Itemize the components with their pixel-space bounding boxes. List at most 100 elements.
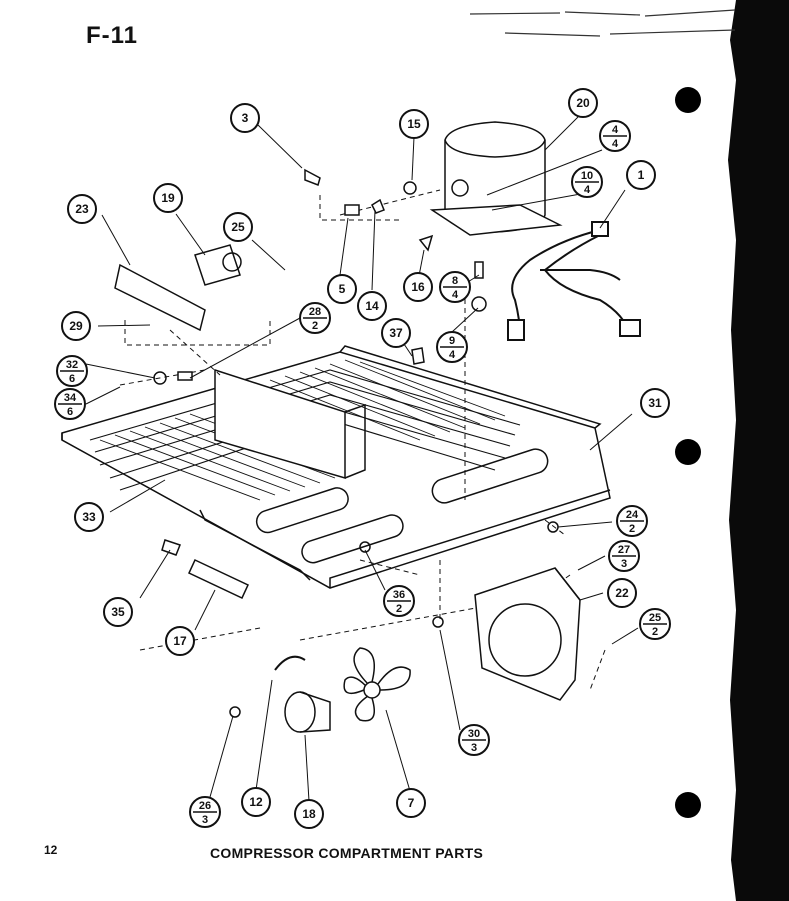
svg-text:36: 36 (393, 589, 405, 601)
svg-text:23: 23 (75, 202, 89, 216)
callout-8-qty-4: 8 4 (439, 271, 471, 303)
callout-28-qty-2: 28 2 (299, 302, 331, 334)
partition-panel (214, 368, 346, 480)
binding-edge-noise (728, 0, 736, 901)
svg-text:34: 34 (64, 392, 77, 404)
svg-text:32: 32 (66, 359, 78, 371)
callout-18: 18 (294, 799, 324, 829)
callout-14: 14 (357, 291, 387, 321)
svg-text:37: 37 (389, 326, 403, 340)
callout-31: 31 (640, 388, 670, 418)
svg-text:33: 33 (82, 510, 96, 524)
svg-text:8: 8 (452, 275, 458, 287)
svg-text:2: 2 (629, 523, 635, 535)
fan-motor (284, 691, 316, 733)
punch-hole (675, 439, 701, 465)
svg-text:4: 4 (584, 184, 591, 196)
callout-5: 5 (327, 274, 357, 304)
svg-text:12: 12 (249, 795, 263, 809)
callout-29: 29 (61, 311, 91, 341)
svg-text:3: 3 (202, 814, 208, 826)
callout-9-qty-4: 9 4 (436, 331, 468, 363)
svg-text:20: 20 (576, 96, 590, 110)
callout-3: 3 (230, 103, 260, 133)
callout-10-qty-4: 10 4 (571, 166, 603, 198)
drier (188, 558, 249, 600)
svg-text:18: 18 (302, 807, 316, 821)
callout-24-qty-2: 24 2 (616, 505, 648, 537)
callout-7: 7 (396, 788, 426, 818)
svg-text:4: 4 (452, 289, 459, 301)
callout-32-qty-6: 32 6 (56, 355, 88, 387)
punch-hole (675, 87, 701, 113)
callout-27-qty-3: 27 3 (608, 540, 640, 572)
binding-strip (736, 0, 789, 901)
scan-speckle (469, 9, 736, 37)
svg-text:16: 16 (411, 280, 425, 294)
svg-text:27: 27 (618, 544, 630, 556)
svg-text:24: 24 (626, 509, 639, 521)
callout-37: 37 (381, 318, 411, 348)
svg-text:3: 3 (242, 111, 249, 125)
callout-36-qty-2: 36 2 (383, 585, 415, 617)
svg-text:2: 2 (312, 320, 318, 332)
wire-harness (507, 221, 641, 341)
svg-text:15: 15 (407, 117, 421, 131)
callout-19: 19 (153, 183, 183, 213)
callout-12: 12 (241, 787, 271, 817)
figure-label: F-11 (86, 22, 139, 49)
svg-text:3: 3 (621, 558, 627, 570)
svg-text:22: 22 (615, 586, 629, 600)
svg-text:4: 4 (449, 349, 456, 361)
svg-text:9: 9 (449, 335, 455, 347)
callout-35: 35 (103, 597, 133, 627)
svg-text:25: 25 (649, 612, 661, 624)
svg-text:31: 31 (648, 396, 662, 410)
svg-text:3: 3 (471, 742, 477, 754)
callout-4-qty-4: 4 4 (599, 120, 631, 152)
callout-30-qty-3: 30 3 (458, 724, 490, 756)
callout-23: 23 (67, 194, 97, 224)
svg-text:7: 7 (408, 796, 415, 810)
svg-text:25: 25 (231, 220, 245, 234)
svg-text:6: 6 (67, 406, 73, 418)
callout-33: 33 (74, 502, 104, 532)
svg-text:2: 2 (652, 626, 658, 638)
svg-text:30: 30 (468, 728, 480, 740)
callout-20: 20 (568, 88, 598, 118)
callout-1: 1 (626, 160, 656, 190)
svg-text:4: 4 (612, 124, 619, 136)
callout-22: 22 (607, 578, 637, 608)
svg-text:6: 6 (69, 373, 75, 385)
bracket (114, 263, 206, 332)
svg-text:17: 17 (173, 634, 187, 648)
svg-text:28: 28 (309, 306, 321, 318)
callout-15: 15 (399, 109, 429, 139)
compressor (429, 121, 563, 236)
svg-text:1: 1 (638, 168, 645, 182)
svg-text:29: 29 (69, 319, 83, 333)
callout-16: 16 (403, 272, 433, 302)
svg-text:10: 10 (581, 170, 593, 182)
punch-hole (675, 792, 701, 818)
svg-text:4: 4 (612, 138, 619, 150)
callout-34-qty-6: 34 6 (54, 388, 86, 420)
callout-25: 25 (223, 212, 253, 242)
svg-text:19: 19 (161, 191, 175, 205)
drawing-artwork (61, 116, 641, 802)
relay (194, 244, 241, 286)
svg-text:5: 5 (339, 282, 346, 296)
callout-17: 17 (165, 626, 195, 656)
page-number: 12 (44, 843, 58, 857)
svg-text:14: 14 (365, 299, 379, 313)
svg-text:26: 26 (199, 800, 211, 812)
callout-25-qty-2: 25 2 (639, 608, 671, 640)
svg-text:35: 35 (111, 605, 125, 619)
figure-caption: COMPRESSOR COMPARTMENT PARTS (210, 845, 484, 861)
callout-26-qty-3: 26 3 (189, 796, 221, 828)
condenser-coil (89, 369, 521, 491)
fan-shroud (474, 567, 581, 701)
svg-text:2: 2 (396, 603, 402, 615)
fan-blade (343, 647, 411, 722)
